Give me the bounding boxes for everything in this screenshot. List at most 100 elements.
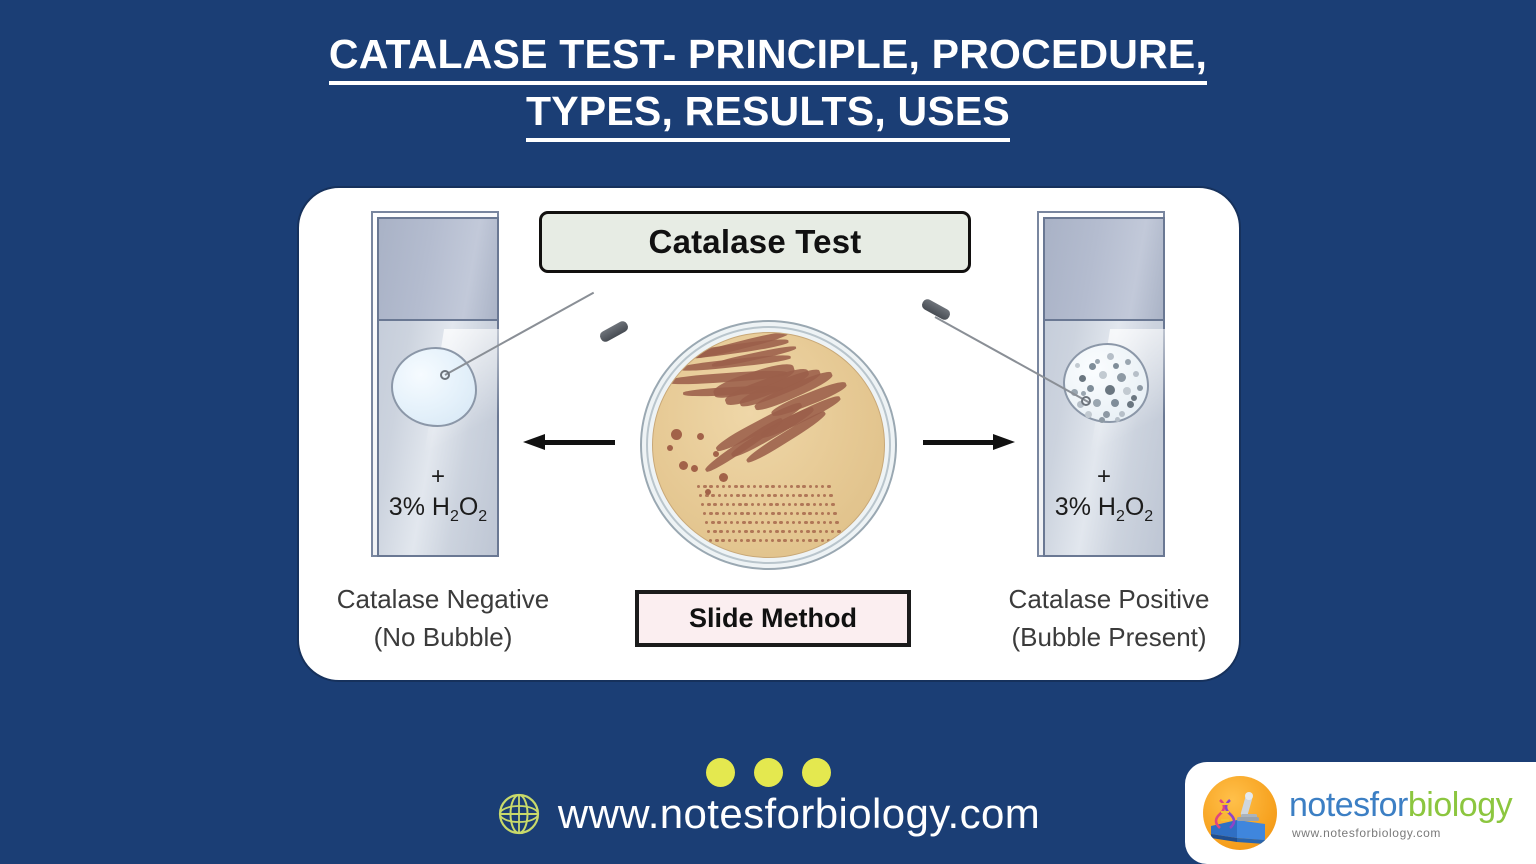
- negative-reagent-label: 3% H2O2: [371, 493, 505, 526]
- footer-url-row: www.notesforbiology.com: [0, 790, 1536, 838]
- bacterial-colony: [795, 539, 800, 543]
- bacterial-colony: [787, 503, 792, 507]
- bacterial-colony: [827, 485, 831, 489]
- bacterial-colony: [779, 494, 783, 498]
- bacterial-colony: [734, 485, 738, 489]
- bacterial-colony: [705, 521, 709, 525]
- bacterial-colony: [738, 530, 742, 534]
- bacterial-colony: [790, 485, 794, 489]
- bacterial-colony: [798, 521, 802, 525]
- bacterial-colony: [839, 539, 843, 543]
- oxygen-bubble: [1095, 359, 1100, 364]
- bacterial-colony: [742, 494, 746, 498]
- bacterial-colony: [829, 494, 833, 498]
- petri-dish: [640, 320, 897, 570]
- page-title: CATALASE TEST- PRINCIPLE, PROCEDURE, TYP…: [0, 28, 1536, 142]
- bacterial-colony: [759, 485, 763, 489]
- bacterial-colony: [764, 539, 769, 543]
- bacterial-colony: [727, 539, 731, 543]
- footer-dots: [0, 758, 1536, 787]
- footer-url-text[interactable]: www.notesforbiology.com: [557, 790, 1041, 837]
- slide-frosted-band: [377, 217, 499, 321]
- diagram-card: Catalase Test + 3% H2O2 + 3% H2O2: [297, 186, 1241, 682]
- bacterial-colony: [719, 530, 723, 534]
- bacterial-colony: [833, 539, 837, 543]
- bacterial-colony: [831, 503, 835, 507]
- bacterial-colony: [775, 503, 779, 507]
- bacterial-colony: [754, 521, 758, 525]
- bacterial-colony: [748, 494, 752, 498]
- bacterial-colony: [789, 539, 793, 543]
- oxygen-bubble: [1105, 385, 1115, 395]
- bacterial-colony: [777, 512, 781, 516]
- bacterial-colony: [827, 512, 831, 516]
- oxygen-bubble: [1079, 375, 1086, 382]
- bacterial-colony: [763, 503, 767, 507]
- bacterial-colony: [804, 521, 808, 525]
- bacterial-colony: [760, 521, 765, 525]
- bacterial-colony: [792, 494, 796, 498]
- bacterial-colony: [719, 473, 728, 482]
- bacterial-colony: [808, 539, 812, 543]
- bacterial-colony: [794, 503, 798, 507]
- oxygen-bubble: [1117, 373, 1126, 382]
- bacterial-colony: [725, 530, 729, 534]
- bacterial-colony: [789, 512, 794, 516]
- bacterial-colony: [816, 494, 821, 498]
- arrow-head-left-icon: [523, 434, 545, 450]
- bacterial-colony: [721, 539, 725, 543]
- bacterial-colony: [703, 485, 707, 489]
- positive-reagent-mid: O: [1124, 493, 1145, 521]
- bacterial-colony: [691, 465, 698, 472]
- microscope-slide-positive: + 3% H2O2: [1037, 211, 1181, 559]
- bacterial-colony: [802, 512, 806, 516]
- bacterial-colony: [756, 530, 760, 534]
- bacterial-colony: [781, 530, 785, 534]
- bacterial-colony: [707, 530, 711, 534]
- positive-plus-symbol: +: [1096, 463, 1111, 490]
- positive-reagent-sub2: 2: [1144, 508, 1154, 525]
- bacterial-colony: [744, 503, 748, 507]
- bacterial-colony: [821, 485, 825, 489]
- bacterial-colony: [721, 512, 725, 516]
- bacterial-colony: [740, 485, 744, 489]
- bacterial-colony: [791, 521, 796, 525]
- footer-dot: [705, 758, 735, 787]
- bacterial-colony: [810, 521, 814, 525]
- bacterial-colony: [746, 539, 750, 543]
- bacterial-colony: [731, 530, 736, 534]
- logo-wordmark: notesforbiology: [1289, 788, 1513, 822]
- arrow-to-positive-slide: [923, 434, 1015, 450]
- bacterial-colony: [785, 494, 790, 498]
- oxygen-bubble: [1115, 417, 1120, 422]
- bacterial-colony: [777, 539, 781, 543]
- bacterial-colony: [671, 429, 682, 440]
- bacterial-colony: [723, 494, 728, 498]
- bacterial-colony: [833, 512, 837, 516]
- bacterial-colony: [705, 494, 709, 498]
- bacterial-colony: [758, 539, 762, 543]
- bacterial-colony: [824, 530, 829, 534]
- bacterial-colony: [746, 485, 750, 489]
- bacterial-colony: [775, 530, 779, 534]
- catalase-test-header-label: Catalase Test: [648, 223, 862, 260]
- bacterial-colony: [767, 494, 771, 498]
- site-logo-badge[interactable]: notesforbiology www.notesforbiology.com: [1185, 762, 1536, 864]
- bacterial-colony: [762, 530, 767, 534]
- bacterial-colony: [765, 485, 769, 489]
- bacterial-colony: [773, 521, 777, 525]
- bacterial-colony: [709, 512, 713, 516]
- bacterial-colony: [738, 503, 742, 507]
- negative-reagent-mid: O: [458, 493, 479, 521]
- bacterial-colony: [806, 503, 810, 507]
- bacterial-colony: [798, 494, 802, 498]
- bacterial-colony: [765, 512, 769, 516]
- bacterial-colony: [734, 512, 738, 516]
- oxygen-bubble: [1103, 411, 1110, 418]
- oxygen-bubble: [1137, 385, 1143, 391]
- bacterial-colony: [679, 461, 688, 470]
- bacterial-colony: [746, 512, 750, 516]
- bacterial-colony: [814, 512, 818, 516]
- bacterial-colony: [750, 530, 754, 534]
- bacterial-colony: [771, 539, 775, 543]
